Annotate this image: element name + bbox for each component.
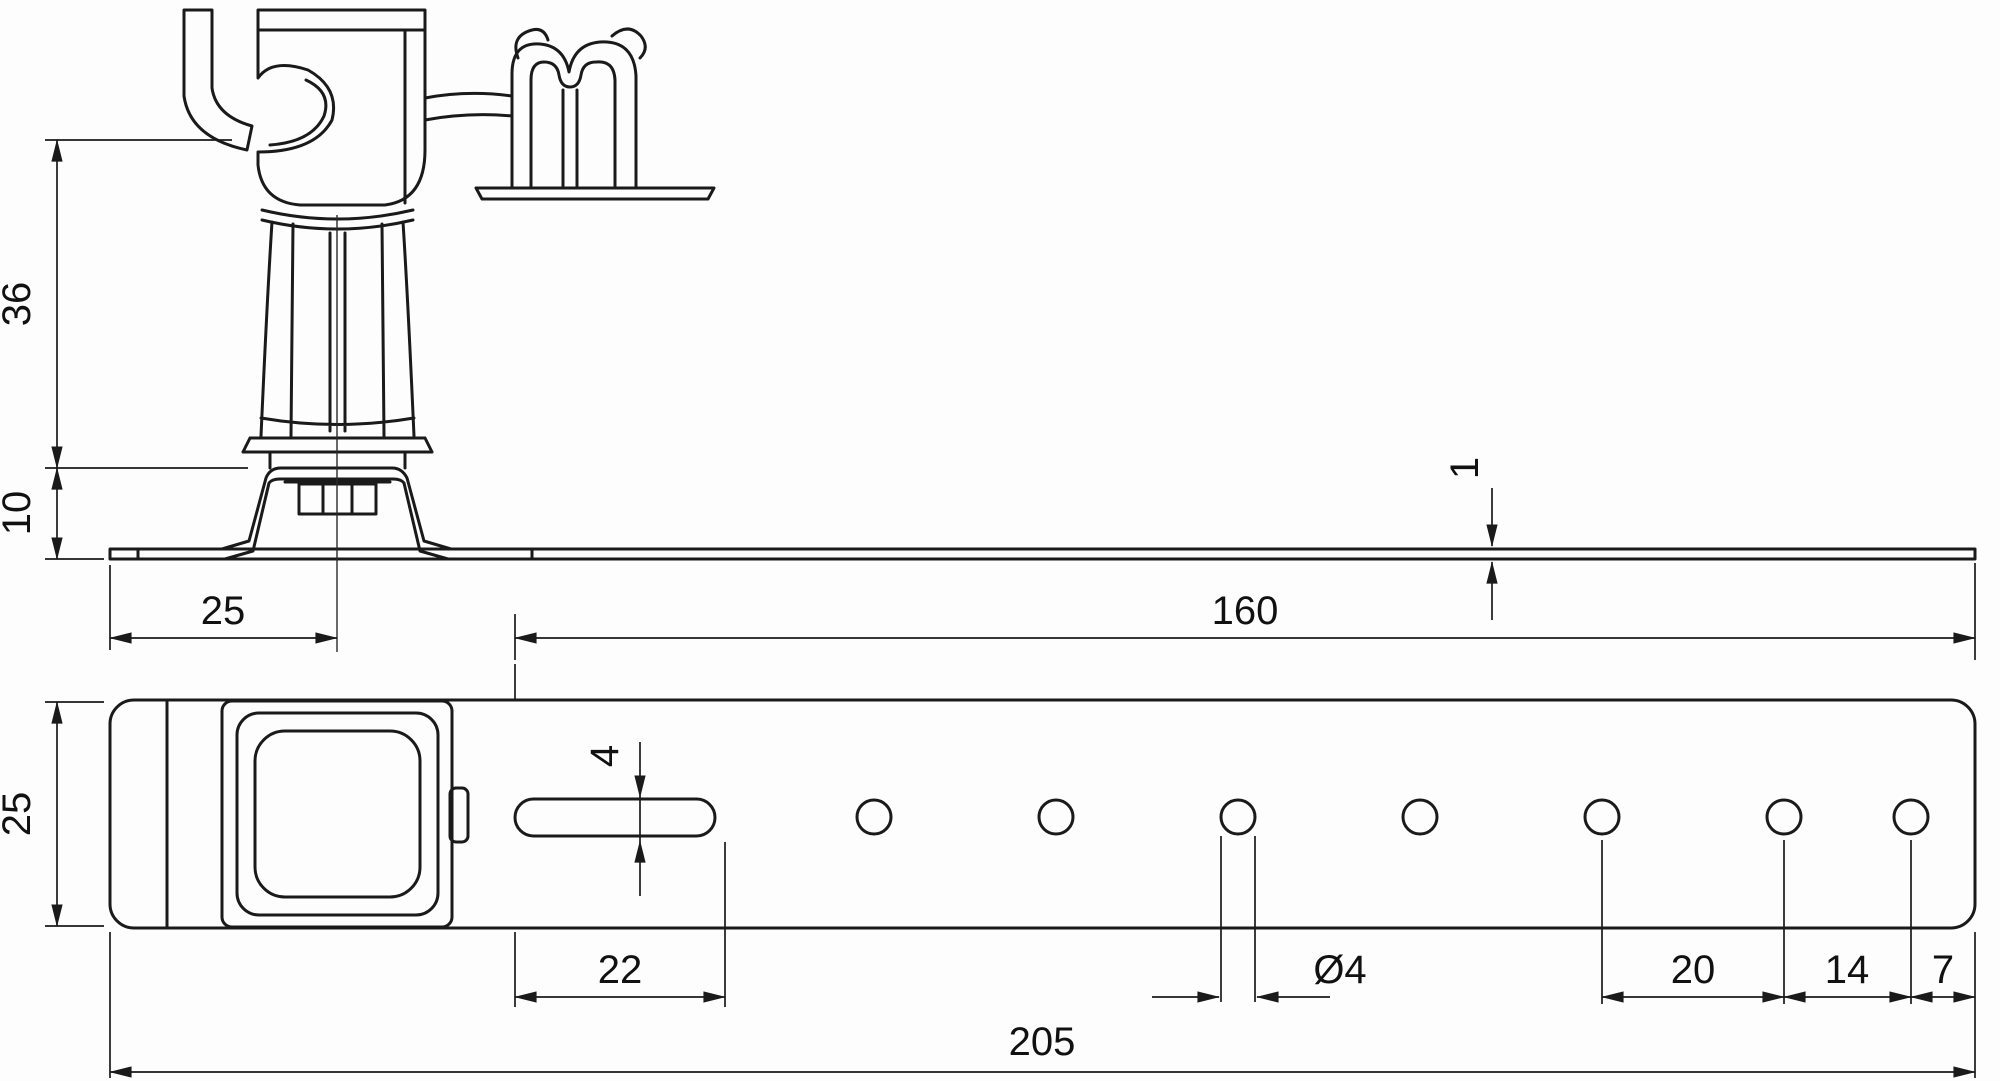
holder-seat-outer bbox=[220, 699, 454, 929]
side-view bbox=[108, 8, 1977, 652]
dim-label-center-offset: 25 bbox=[201, 589, 246, 633]
dim-label-total-length: 205 bbox=[1009, 1020, 1076, 1064]
mounting-hole-5 bbox=[1583, 798, 1621, 836]
clip-body-detail-lines bbox=[256, 28, 427, 205]
dim-label-end-pitch: 14 bbox=[1825, 948, 1870, 992]
clip-body-outline bbox=[256, 8, 427, 207]
holder-seat-tab bbox=[448, 786, 470, 844]
dim-label-strip-width: 25 bbox=[0, 792, 39, 837]
dim-label-hole-pitch: 20 bbox=[1671, 948, 1716, 992]
dim-label-holder-height: 36 bbox=[0, 282, 39, 327]
plan-view bbox=[108, 698, 1977, 930]
holder-shank-detail-lines bbox=[259, 222, 416, 438]
dim-label-slot-width: 4 bbox=[583, 745, 627, 767]
holder-seat-mid bbox=[235, 711, 440, 917]
mounting-hole-3 bbox=[1219, 798, 1257, 836]
dim-label-hole-field: 160 bbox=[1212, 589, 1279, 633]
dim-label-edge-distance: 7 bbox=[1932, 948, 1954, 992]
fixing-slot bbox=[513, 797, 717, 838]
strip-side-profile bbox=[108, 547, 1977, 561]
cable-clip-outline bbox=[510, 40, 638, 190]
dim-label-base-height: 10 bbox=[0, 491, 39, 536]
dim-label-hole-diameter: Ø4 bbox=[1313, 948, 1366, 992]
mounting-hole-7 bbox=[1892, 798, 1930, 836]
cable-clip-stem bbox=[561, 88, 579, 188]
dimension-labels: 36 10 25 160 1 25 4 22 Ø4 20 14 7 205 bbox=[0, 282, 1954, 1064]
clip-link bbox=[423, 91, 514, 122]
mounting-hole-2 bbox=[1037, 798, 1075, 836]
cable-clip-horns bbox=[514, 27, 647, 60]
clip-base-plate bbox=[474, 186, 716, 201]
dim-label-slot-length: 22 bbox=[598, 948, 643, 992]
dim-label-strip-thickness: 1 bbox=[1443, 457, 1487, 479]
mounting-hole-6 bbox=[1765, 798, 1803, 836]
strip-outline bbox=[108, 698, 1977, 930]
holder-seat-inner bbox=[253, 729, 422, 899]
mounting-hole-4 bbox=[1401, 798, 1439, 836]
spring-arm bbox=[182, 8, 254, 152]
mounting-hole-1 bbox=[855, 798, 893, 836]
extension-lines bbox=[45, 139, 1976, 1078]
dimension-lines bbox=[45, 139, 1976, 1078]
